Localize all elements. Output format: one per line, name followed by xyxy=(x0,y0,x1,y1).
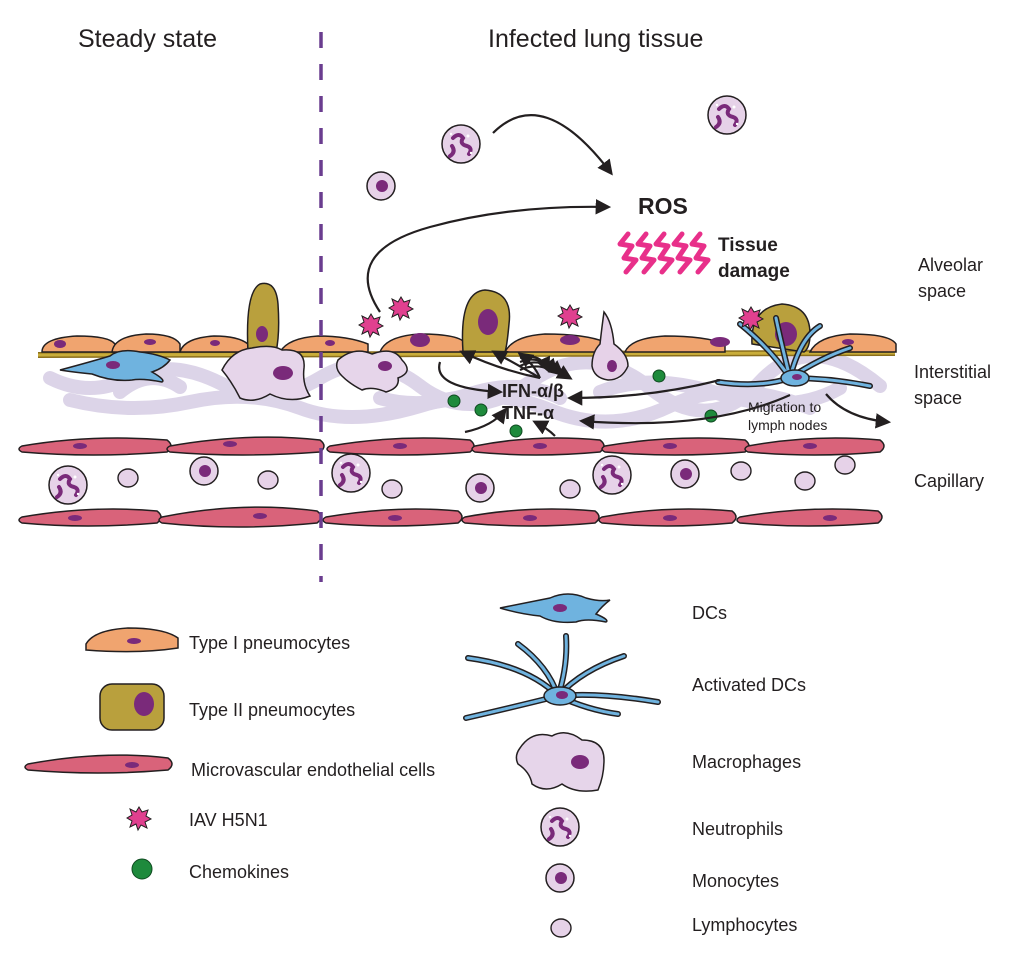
capillary-lower-endothelium xyxy=(18,506,883,528)
virus-particles xyxy=(358,296,764,338)
label-tissue-damage-1: Tissue xyxy=(718,235,778,256)
legend-virus-icon xyxy=(126,806,152,831)
label-tnf: TNF-α xyxy=(502,403,554,423)
legend-lymphocyte-label: Lymphocytes xyxy=(692,915,797,935)
legend-chemokine-icon xyxy=(131,858,153,880)
legend-monocyte-label: Monocytes xyxy=(692,871,779,891)
label-migration-2: lymph nodes xyxy=(748,417,827,433)
zone-label-interstitial: Interstitial xyxy=(914,362,991,382)
legend-left: Type I pneumocytes Type II pneumocytes M… xyxy=(24,627,435,882)
legend-neutrophil-label: Neutrophils xyxy=(692,819,783,839)
zone-label-interstitial-2: space xyxy=(914,388,962,408)
header-steady-state: Steady state xyxy=(78,25,217,53)
legend-endothelial-label: Microvascular endothelial cells xyxy=(191,760,435,780)
legend-dc-label: DCs xyxy=(692,603,727,623)
header-infected-tissue: Infected lung tissue xyxy=(488,25,703,53)
legend-activated-dc-icon xyxy=(463,633,661,721)
type-i-nuclei xyxy=(54,333,854,348)
legend-endothelial-icon xyxy=(24,754,173,774)
zone-label-capillary: Capillary xyxy=(914,471,984,491)
label-ros: ROS xyxy=(638,193,688,219)
zone-label-alveolar-2: space xyxy=(918,281,966,301)
label-tissue-damage-2: damage xyxy=(718,261,790,282)
legend-activated-dc-label: Activated DCs xyxy=(692,675,806,695)
legend-monocyte-icon xyxy=(545,863,575,893)
legend-type-i-label: Type I pneumocytes xyxy=(189,633,350,653)
alveolar-free-cells xyxy=(366,94,748,201)
zone-label-alveolar: Alveolar xyxy=(918,255,983,275)
legend-virus-label: IAV H5N1 xyxy=(189,810,268,830)
legend-chemokine-label: Chemokines xyxy=(189,862,289,882)
legend-type-ii-label: Type II pneumocytes xyxy=(189,700,355,720)
legend-neutrophil-icon xyxy=(539,806,581,848)
capillary-upper-endothelium xyxy=(18,436,885,456)
legend-macrophage-label: Macrophages xyxy=(692,752,801,772)
label-migration-1: Migration to xyxy=(748,399,821,415)
legend-right: DCs Activated DCs xyxy=(463,593,806,938)
extravasating-monocyte xyxy=(591,310,629,381)
macrophages-interstitial xyxy=(221,345,408,401)
legend-type-ii-icon xyxy=(99,683,165,731)
label-ifn: IFN-α/β xyxy=(502,381,564,401)
tissue-damage-icon xyxy=(617,231,711,275)
legend-macrophage-icon xyxy=(515,732,605,792)
arrows xyxy=(366,114,892,437)
legend-lymphocyte-icon xyxy=(550,918,572,938)
endothelial-nuclei xyxy=(68,441,837,521)
capillary-blood-cells xyxy=(47,452,856,506)
interstitial-fibres xyxy=(43,349,887,429)
